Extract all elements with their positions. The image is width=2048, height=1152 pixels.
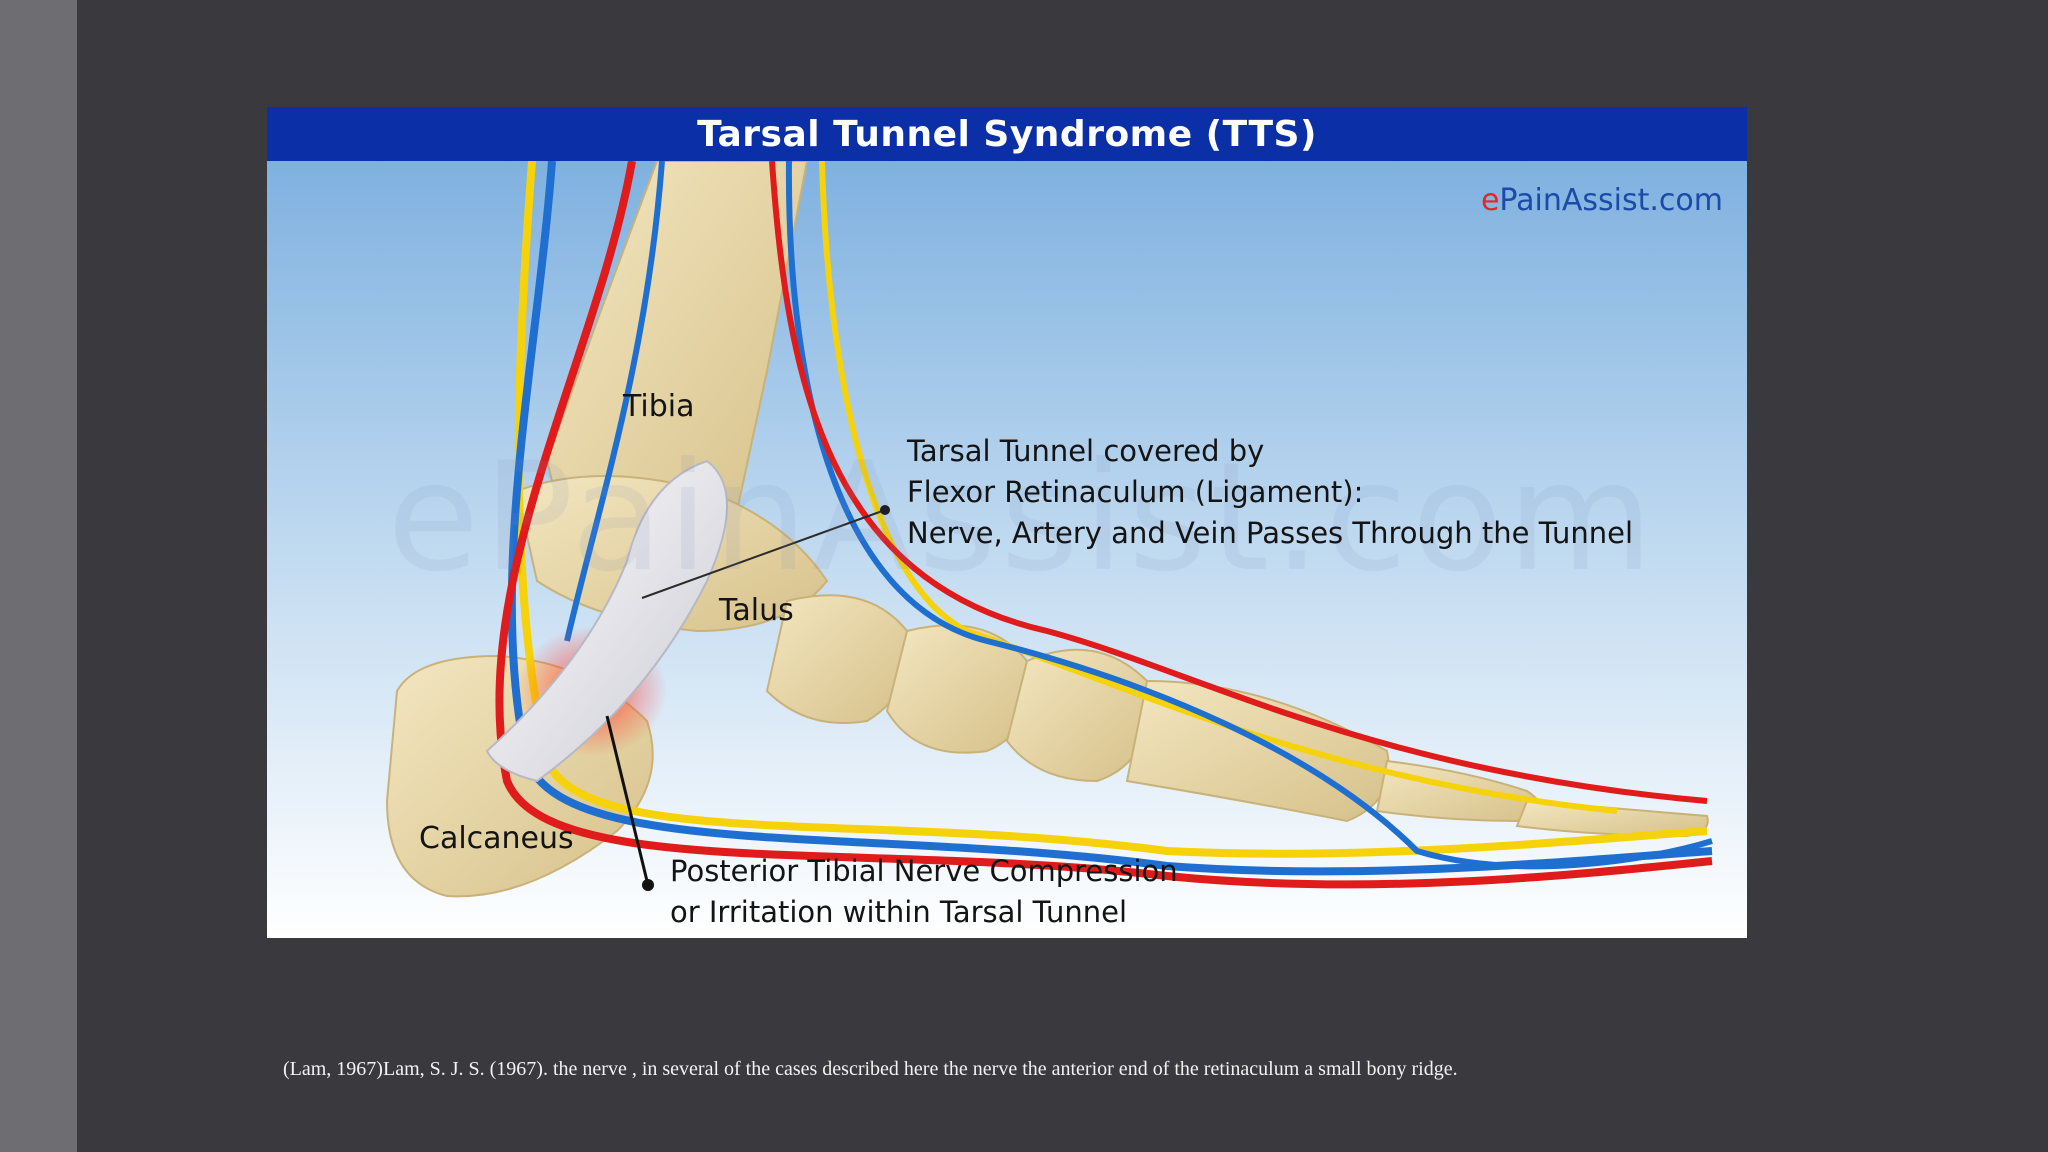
callout-nerve-line-1: Posterior Tibial Nerve Compression [670, 854, 1178, 888]
brand-name: PainAssist.com [1499, 183, 1723, 218]
callout-tunnel-line-3: Nerve, Artery and Vein Passes Through th… [907, 516, 1634, 550]
callout-tunnel-line-2: Flexor Retinaculum (Ligament): [907, 475, 1364, 509]
callout-nerve-compression: Posterior Tibial Nerve Compression or Ir… [670, 851, 1178, 933]
tunnel-leader-dot [880, 505, 890, 515]
brand-logo: ePainAssist.com [1481, 183, 1723, 218]
figure-header: Tarsal Tunnel Syndrome (TTS) [267, 107, 1747, 161]
label-calcaneus: Calcaneus [419, 821, 574, 856]
nerve-leader-line [605, 715, 649, 882]
anatomy-figure: Tarsal Tunnel Syndrome (TTS) [267, 107, 1747, 938]
plantar-nerve [819, 161, 1618, 814]
figure-title: Tarsal Tunnel Syndrome (TTS) [697, 113, 1317, 155]
vein-branch [564, 161, 665, 642]
figure-illustration: ePainAssist.com ePainAssist.com Tibia Ta… [267, 161, 1747, 938]
callout-nerve-line-2: or Irritation within Tarsal Tunnel [670, 895, 1128, 929]
label-tibia: Tibia [623, 389, 695, 424]
brand-prefix: e [1480, 183, 1500, 218]
foot-anatomy-illustration [267, 161, 1747, 938]
slide-caption: (Lam, 1967)Lam, S. J. S. (1967). the ner… [283, 1058, 1458, 1080]
callout-tarsal-tunnel: Tarsal Tunnel covered by Flexor Retinacu… [907, 431, 1633, 554]
posterior-tibial-artery [495, 161, 1713, 889]
posterior-tibial-vein [507, 161, 1713, 876]
callout-tunnel-line-1: Tarsal Tunnel covered by [907, 434, 1265, 468]
left-rail [0, 0, 77, 1152]
tunnel-leader-line [641, 509, 886, 599]
label-talus: Talus [719, 593, 794, 628]
nerve-leader-dot [642, 879, 654, 891]
plantar-artery [769, 161, 1708, 804]
